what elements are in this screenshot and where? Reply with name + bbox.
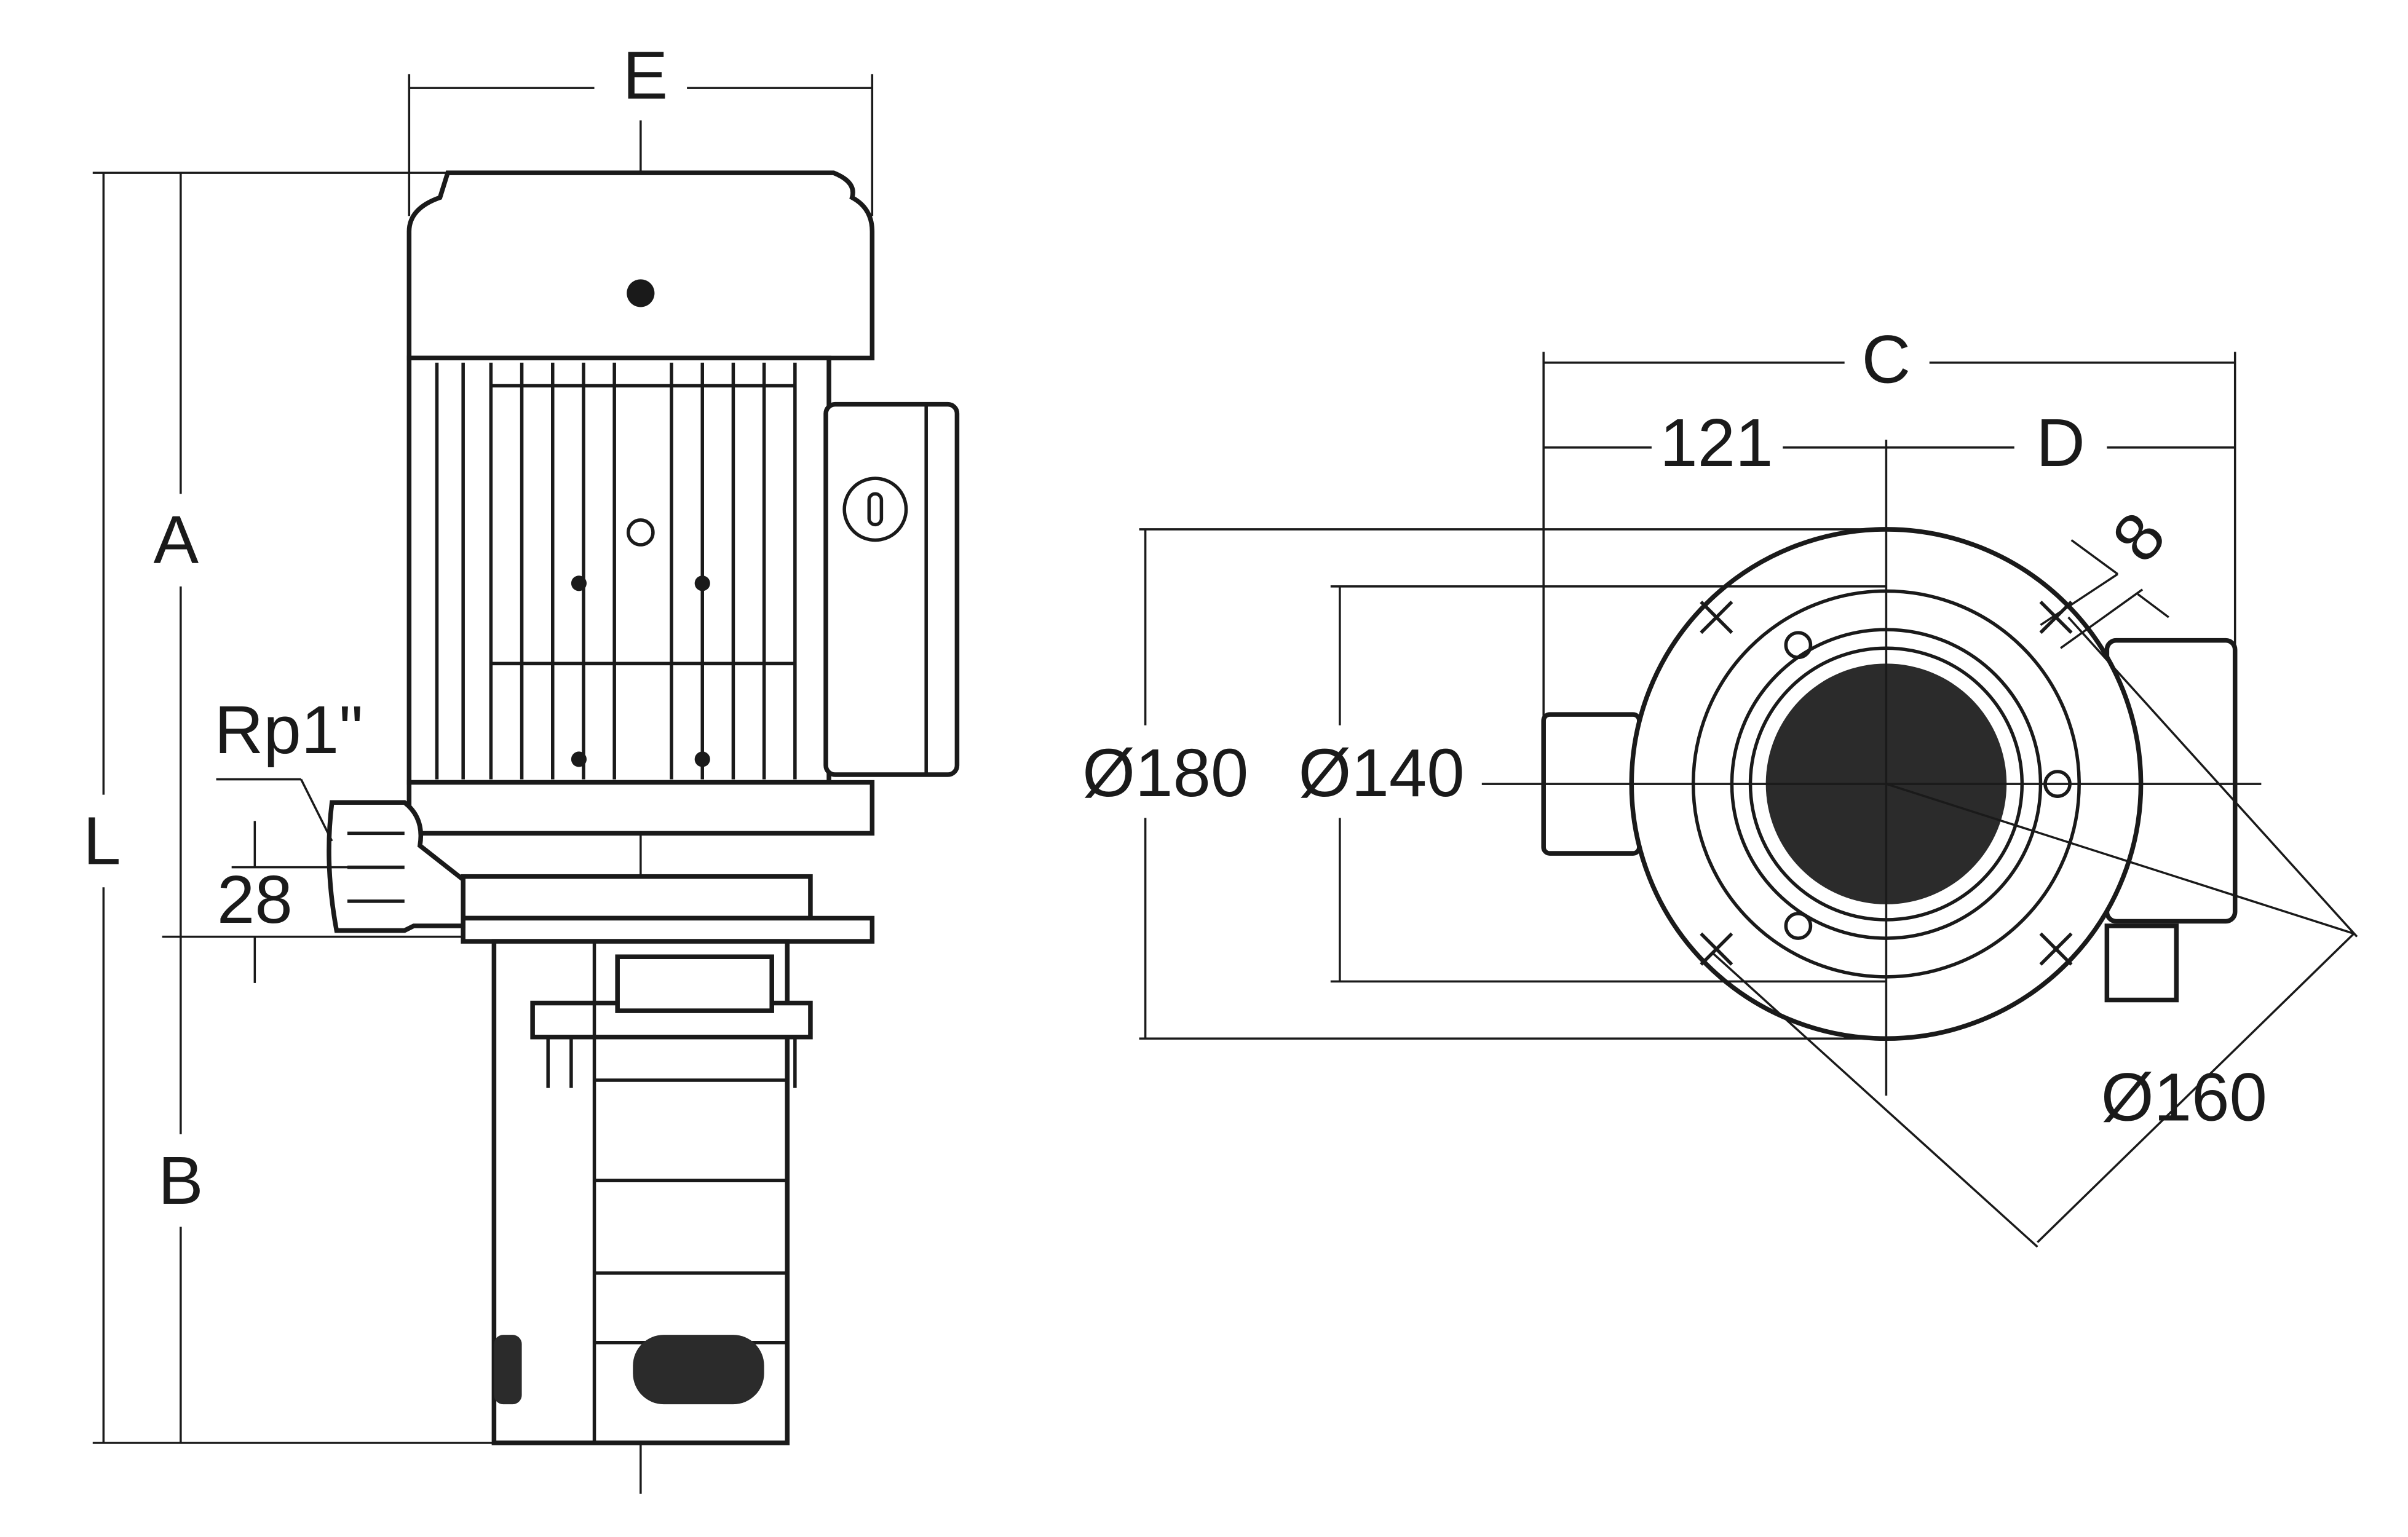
dia-180-label: Ø180 — [1082, 735, 1248, 811]
dimension-C-label: C — [1862, 322, 1911, 397]
dimension-8-label: 8 — [2098, 499, 2180, 576]
motor-flange — [406, 780, 875, 836]
terminal-screw-icon — [842, 476, 908, 542]
shaft-mark-icon — [626, 518, 655, 547]
cable-gland — [2104, 923, 2179, 1003]
top-view: C 121 D Ø180 — [1082, 322, 2358, 1248]
side-view: E — [83, 38, 960, 1494]
terminal-box — [823, 401, 960, 777]
dimension-C: C 121 D — [1542, 322, 2236, 725]
dimension-dia-140: Ø140 — [1299, 585, 1887, 983]
outlet-thread-label: Rp1" — [215, 692, 363, 768]
dimension-E-label: E — [623, 38, 668, 114]
motor-fins — [435, 362, 797, 780]
center-mark-icon — [627, 279, 655, 307]
dimension-dia-160: Ø160 — [1713, 616, 2358, 1248]
outlet-dimensions: Rp1" 28 — [215, 692, 363, 983]
dimension-dia-180: Ø180 — [1082, 528, 1887, 1040]
dimension-L-label: L — [83, 804, 121, 879]
outlet-height-label: 28 — [217, 862, 293, 938]
mounting-plate — [461, 915, 875, 944]
dimension-121-label: 121 — [1660, 405, 1773, 481]
pump-head — [461, 874, 813, 921]
motor-fan-cover — [406, 170, 875, 361]
dia-140-label: Ø140 — [1299, 735, 1465, 811]
suction-strainer — [633, 1335, 764, 1405]
dimension-A-label: A — [153, 502, 199, 578]
dimension-E: E — [408, 38, 874, 216]
dimensions-A-B-L: A B L — [83, 172, 510, 1444]
dimension-B-label: B — [158, 1143, 204, 1219]
dia-160-label: Ø160 — [2101, 1059, 2267, 1135]
mounting-holes — [1700, 600, 2073, 966]
dimension-D-label: D — [2036, 405, 2085, 481]
motor-body — [406, 355, 831, 785]
